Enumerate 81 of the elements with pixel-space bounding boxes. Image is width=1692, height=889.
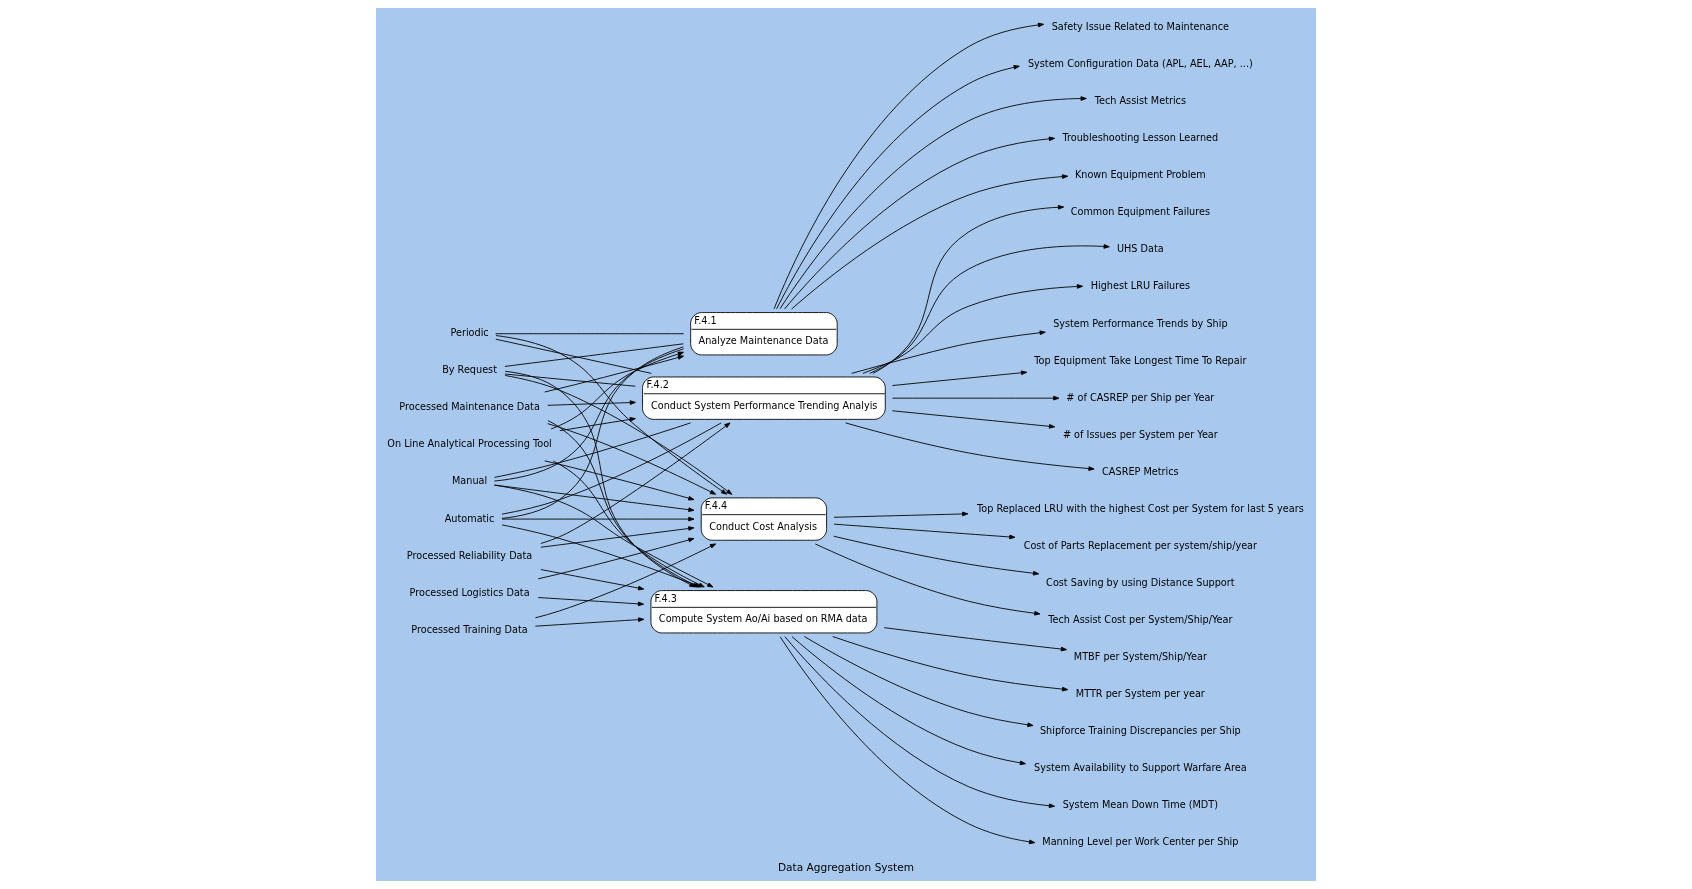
- node-text: Tech Assist Cost per System/Ship/Year: [1048, 614, 1233, 626]
- node-text: Processed Logistics Data: [409, 586, 530, 598]
- node-text: Top Equipment Take Longest Time To Repair: [1034, 354, 1247, 366]
- node-text: Periodic: [450, 327, 489, 339]
- arrow: [776, 65, 1020, 310]
- node-text: Shipforce Training Discrepancies per Ship: [1039, 725, 1241, 737]
- connector: [493, 348, 685, 482]
- node-text: By Request: [442, 364, 497, 376]
- node-text: Automatic: [444, 512, 495, 524]
- node-text: Cost of Parts Replacement per system/ship/year: [1023, 539, 1258, 551]
- node-text: Top Replaced LRU with the highest Cost per System for last 5 years: [976, 502, 1304, 514]
- arrow: [872, 204, 1065, 374]
- arrow: [883, 627, 1067, 652]
- arrow: [534, 617, 645, 627]
- arrow: [544, 460, 695, 501]
- node-text: Processed Training Data: [411, 623, 528, 635]
- arrow: [862, 284, 1084, 374]
- arrow: [540, 422, 731, 544]
- arrow: [784, 636, 1055, 809]
- arrow: [537, 597, 645, 607]
- arrow: [779, 96, 1087, 310]
- arrow: [803, 636, 1034, 728]
- node-text: Manual: [451, 475, 488, 487]
- arrow: [784, 136, 1055, 310]
- arrow: [540, 526, 695, 548]
- arrow: [892, 370, 1028, 386]
- arrow: [550, 351, 684, 430]
- node-text: Troubleshooting Lesson Learned: [1062, 132, 1219, 144]
- arrow: [845, 422, 1095, 471]
- arrow: [537, 537, 695, 580]
- node-text: Processed Maintenance Data: [399, 401, 540, 413]
- caption: Data Aggregation System: [777, 860, 915, 873]
- arrow: [833, 535, 1040, 576]
- node-text: On Line Analytical Processing Tool: [387, 438, 552, 450]
- connector: [494, 422, 691, 478]
- arrow: [544, 355, 684, 393]
- arrow: [534, 543, 717, 619]
- connector: [495, 333, 685, 335]
- arrow: [791, 174, 1069, 310]
- arrow: [814, 543, 1041, 616]
- node-text: Known Equipment Problem: [1074, 169, 1206, 181]
- arrow: [833, 511, 969, 518]
- connector: [504, 343, 684, 367]
- node-text: Safety Issue Related to Maintenance: [1051, 20, 1229, 32]
- node-text: Common Equipment Failures: [1070, 206, 1211, 218]
- arrow: [892, 395, 1060, 401]
- arrow: [832, 636, 1069, 692]
- arrow: [501, 516, 695, 522]
- arrow: [547, 400, 636, 406]
- node-text: Tech Assist Metrics: [1094, 95, 1186, 107]
- node-text: System Configuration Data (APL, AEL, AAP, ...): [1027, 58, 1253, 69]
- node-text: Cost Saving by using Distance Support: [1046, 576, 1235, 588]
- node-text: Processed Reliability Data: [406, 549, 533, 561]
- arrow: [869, 244, 1110, 374]
- arrow: [773, 22, 1045, 310]
- connector: [501, 422, 722, 515]
- arrow: [779, 636, 1036, 845]
- arrow: [833, 523, 1016, 540]
- connector: [501, 346, 684, 519]
- arrow: [547, 423, 717, 495]
- node-text: CASREP Metrics: [1102, 465, 1179, 477]
- connector: [504, 373, 636, 387]
- node-text: System Mean Down Time (MDT): [1062, 799, 1219, 811]
- node-text: # of CASREP per Ship per Year: [1066, 391, 1215, 403]
- node-text: System Availability to Support Warfare Area: [1034, 762, 1247, 774]
- arrow: [892, 410, 1056, 429]
- connector: [495, 338, 652, 374]
- node-text: System Performance Trends by Ship: [1053, 317, 1228, 329]
- arrow: [493, 484, 695, 512]
- node-text: MTTR per System per year: [1075, 688, 1205, 700]
- arrow: [504, 375, 733, 495]
- arrow: [540, 569, 645, 591]
- node-text: Manning Level per Work Center per Ship: [1042, 836, 1239, 848]
- arrow: [851, 330, 1046, 374]
- arrow: [559, 417, 636, 432]
- node-text: MTBF per System/Ship/Year: [1073, 651, 1207, 663]
- node-text: UHS Data: [1116, 243, 1164, 255]
- arrow: [791, 636, 1026, 766]
- arrow: [495, 335, 728, 495]
- node-text: Highest LRU Failures: [1090, 280, 1191, 292]
- node-text: # of Issues per System per Year: [1062, 428, 1218, 440]
